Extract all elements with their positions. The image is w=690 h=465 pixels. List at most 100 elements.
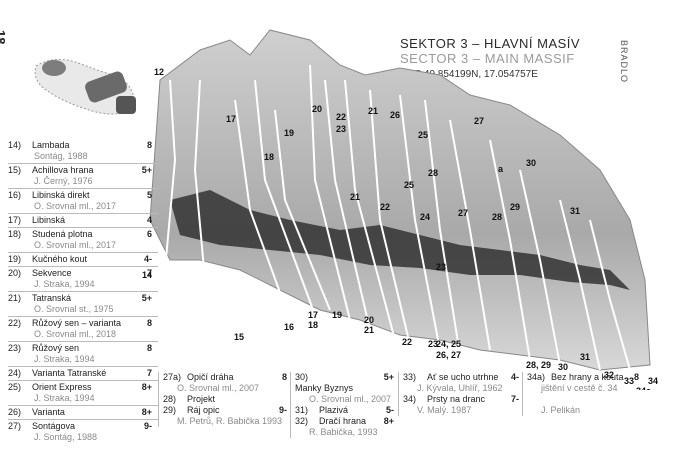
topo-label-32: 32 [604, 370, 614, 380]
topo-label-22: 22 [402, 337, 412, 347]
topo-inline-23b: 23 [436, 262, 446, 272]
route-author: jištění v cestě č. 34 [541, 383, 618, 393]
route-name: Tatranská [32, 293, 72, 303]
route-number: 16) [8, 190, 22, 200]
topo-inline-24: 24 [420, 212, 430, 222]
route-author: J. Straka, 1994 [34, 279, 95, 289]
topo-label-17: 17 [308, 310, 318, 320]
route-number: 18) [8, 229, 22, 239]
divider [8, 366, 158, 367]
divider [8, 227, 158, 228]
route-grade: 8 [146, 318, 152, 328]
topo-label-18: 18 [308, 320, 318, 330]
divider [8, 188, 158, 189]
divider [8, 341, 158, 342]
route-author: J. Černý, 1976 [34, 176, 93, 186]
route-author: O. Srovnal ml., 2017 [34, 240, 117, 250]
topo-label-34a: 34a [636, 386, 652, 390]
topo-label-12: 12 [154, 67, 164, 77]
route-author: J. Straka, 1994 [34, 354, 95, 364]
route-number: 34a) [527, 372, 546, 382]
topo-label-31: 31 [580, 352, 590, 362]
route-number: 24) [8, 368, 22, 378]
topo-inline-21b: 21 [350, 192, 360, 202]
route-grade: 8 [146, 140, 152, 150]
route-name: Prsty na dranc [427, 394, 486, 404]
route-number: 23) [8, 343, 22, 353]
topo-inline-18: 18 [264, 152, 274, 162]
route-grade: 5- [385, 405, 394, 415]
topo-inline-25b: 25 [404, 180, 414, 190]
divider [8, 291, 158, 292]
route-name: Růžový sen – varianta [32, 318, 122, 328]
topo-label-34: 34 [648, 376, 658, 386]
route-number: 22) [8, 318, 22, 328]
divider [8, 266, 158, 267]
topo-label-19: 19 [332, 310, 342, 320]
route-name: Bez hrany a kouta [551, 372, 624, 382]
route-entry: 28)Projekt [163, 394, 293, 405]
route-grade: 9- [143, 421, 152, 431]
route-name: Dračí hrana [319, 416, 367, 426]
route-number: 26) [8, 407, 22, 417]
topo-inline-17: 17 [226, 114, 236, 124]
route-number: 15) [8, 165, 22, 175]
route-grade: 5 [146, 190, 152, 200]
route-author: M. Petrů, R. Babička 1993 [177, 416, 283, 426]
divider [8, 316, 158, 317]
route-author: Sontág, 1988 [34, 151, 88, 161]
topo-label-28-29: 28, 29 [526, 360, 551, 370]
route-name: Sekvence [32, 268, 72, 278]
route-number: 14) [8, 140, 22, 150]
route-name: Libinská [32, 215, 66, 225]
route-grade: 8+ [141, 407, 152, 417]
rock-topo: 12 14 15 16 17 18 19 20 21 22 23 24, 25 … [142, 29, 658, 390]
divider [8, 163, 158, 164]
route-number: 27a) [163, 372, 182, 382]
topo-label-24-25: 24, 25 [436, 339, 461, 349]
route-grade: 6 [146, 229, 152, 239]
route-entry [527, 394, 645, 405]
route-name: Ať se ucho utrhne [427, 372, 499, 382]
route-number: 28) [163, 394, 177, 404]
divider [8, 213, 158, 214]
topo-inline-19: 19 [284, 128, 294, 138]
topo-label-15: 15 [234, 332, 244, 342]
route-entry: 22) Růžový sen – varianta 8 [8, 318, 158, 329]
topo-inline-30: 30 [526, 158, 536, 168]
route-grade: 7 [146, 368, 152, 378]
route-number: 19) [8, 254, 22, 264]
route-number: 27) [8, 421, 22, 431]
route-number: 32) [295, 416, 309, 426]
route-grade: 8 [146, 343, 152, 353]
topo-inline-29: 29 [510, 202, 520, 212]
route-grade: 9- [278, 405, 287, 415]
route-author: O. Srovnal ml., 2007 [309, 394, 392, 404]
route-name: Studená plotna [32, 229, 93, 239]
route-author: J. Pelikán [541, 405, 581, 415]
topo-inline-23: 23 [336, 124, 346, 134]
route-author: O. Srovnal ml., 2017 [34, 201, 117, 211]
route-name: Orient Express [32, 382, 92, 392]
route-author: J. Kývala, Uhlíř, 1962 [417, 383, 503, 393]
